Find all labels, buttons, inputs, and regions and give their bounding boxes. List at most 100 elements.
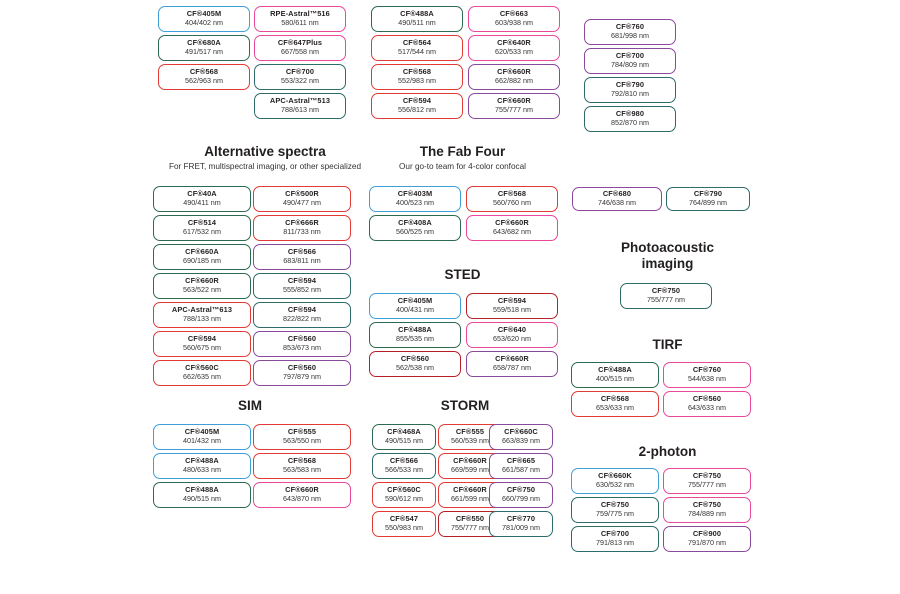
dye-wavelengths: 681/998 nm <box>611 31 649 41</box>
dye-name: CF®468A <box>387 427 421 437</box>
dye-name: CF®750 <box>651 286 681 296</box>
dye-wavelengths: 544/638 nm <box>688 374 726 384</box>
dye-name: APC-Astral™513 <box>269 96 331 106</box>
dye-name: APC-Astral™613 <box>171 305 233 315</box>
dye-wavelengths: 553/322 nm <box>281 76 319 86</box>
dye-name: CF®560 <box>692 394 722 404</box>
dye-name: CF®640 <box>497 325 527 335</box>
dye-name: CF®488A <box>185 456 219 466</box>
dye-name: CF®560C <box>387 485 421 495</box>
section-title-fab-four: The Fab Four <box>419 144 506 159</box>
dye-wavelengths: 746/638 nm <box>598 198 636 208</box>
dye-wavelengths: 755/777 nm <box>688 480 726 490</box>
dye-name: CF®750 <box>692 500 722 510</box>
section-title-sim: SIM <box>237 398 262 413</box>
dye-wavelengths: 400/515 nm <box>596 374 634 384</box>
dye-wavelengths: 663/839 nm <box>502 436 540 446</box>
dye-name: CF®568 <box>497 189 527 199</box>
dye-wavelengths: 400/523 nm <box>396 198 434 208</box>
section-title-tirf: TIRF <box>652 337 683 352</box>
dye-wavelengths: 661/587 nm <box>502 465 540 475</box>
dye-wavelengths: 643/633 nm <box>688 403 726 413</box>
dye-name: CF®560C <box>185 363 219 373</box>
dye-wavelengths: 559/518 nm <box>493 305 531 315</box>
dye-wavelengths: 566/533 nm <box>385 465 423 475</box>
dye-name: CF®568 <box>402 67 432 77</box>
dye-wavelengths: 517/544 nm <box>398 47 436 57</box>
dye-wavelengths: 560/539 nm <box>451 436 489 446</box>
